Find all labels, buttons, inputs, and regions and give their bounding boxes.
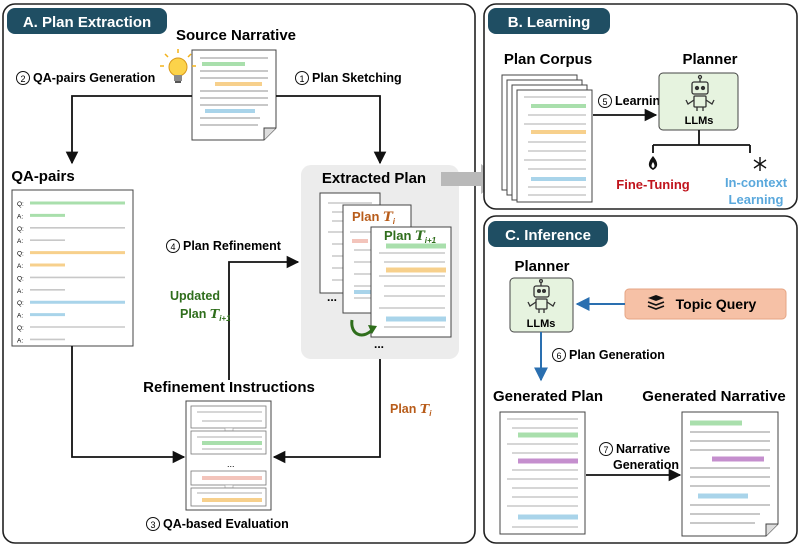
svg-text:Plan Ti: Plan Ti xyxy=(390,401,432,418)
plan-ti-label: Plan Ti xyxy=(390,401,432,418)
generated-narrative-label: Generated Narrative xyxy=(642,388,785,405)
generated-plan-document xyxy=(499,411,586,535)
qa-row-label: A: xyxy=(17,213,23,220)
planner-b-llm-box: LLMs xyxy=(658,72,739,131)
svg-text:Updated: Updated xyxy=(170,289,220,303)
qa-row-label: A: xyxy=(17,337,23,344)
svg-text:6: 6 xyxy=(556,351,561,361)
qa-row-label: A: xyxy=(17,313,23,320)
source-narrative-label: Source Narrative xyxy=(176,27,296,44)
snowflake-icon xyxy=(753,157,767,171)
refine-curve-arrow-icon xyxy=(350,319,374,337)
arrow-source-to-qa xyxy=(65,95,192,165)
generated-plan-label: Generated Plan xyxy=(493,388,603,405)
planner-b-label: Planner xyxy=(682,51,737,68)
lightbulb-icon xyxy=(160,49,196,83)
svg-text:1: 1 xyxy=(299,74,304,84)
plan-stack-ellipsis: ... xyxy=(327,290,337,304)
svg-text:Plan Ti+1: Plan Ti+1 xyxy=(384,228,437,245)
qa-row-label: A: xyxy=(17,288,23,295)
svg-text:Learning: Learning xyxy=(615,94,668,108)
planner-c-llm-box: LLMs xyxy=(509,277,574,333)
qa-row-label: Q: xyxy=(17,300,24,307)
fire-icon xyxy=(648,156,658,170)
panel-a-title: A. Plan Extraction xyxy=(23,14,151,31)
svg-text:Plan Ti+1: Plan Ti+1 xyxy=(180,306,231,323)
svg-text:QA-pairs Generation: QA-pairs Generation xyxy=(33,71,155,85)
arrow-source-to-plan xyxy=(276,95,387,165)
arrow-refinement-to-plan xyxy=(228,255,300,380)
svg-text:7: 7 xyxy=(603,445,608,455)
qa-row-label: Q: xyxy=(17,325,24,332)
plan-corpus-label: Plan Corpus xyxy=(504,51,592,68)
step-1-label: 1 Plan Sketching xyxy=(295,71,402,85)
plan-stack: Plan Ti Plan Ti+1 ... ... xyxy=(319,192,452,351)
fine-tuning-label: Fine-Tuning xyxy=(616,177,689,192)
generated-narrative-document xyxy=(681,411,779,537)
svg-text:Plan Ti: Plan Ti xyxy=(352,209,396,226)
step-6-label: 6 Plan Generation xyxy=(552,348,665,362)
svg-text:Narrative: Narrative xyxy=(616,442,670,456)
extracted-plan-label: Extracted Plan xyxy=(322,170,426,187)
svg-text:Plan Refinement: Plan Refinement xyxy=(183,239,282,253)
svg-text:3: 3 xyxy=(150,520,155,530)
step-5-label: 5 Learning xyxy=(598,94,668,108)
plan-stack-ellipsis-bottom: ... xyxy=(374,337,384,351)
stack-icon xyxy=(647,295,665,310)
qa-row-label: Q: xyxy=(17,251,24,258)
planner-c-label: Planner xyxy=(514,258,569,275)
svg-text:Plan Sketching: Plan Sketching xyxy=(312,71,402,85)
qa-pairs-document: Q: A: Q: A: Q: A: Q: A: Q: A: Q: A: xyxy=(11,189,134,347)
step-3-label: 3 QA-based Evaluation xyxy=(146,517,289,531)
topic-query-box: Topic Query xyxy=(624,288,787,320)
qa-row-label: A: xyxy=(17,263,23,270)
updated-plan-label: Updated Plan Ti+1 xyxy=(170,289,231,323)
qa-pairs-label: QA-pairs xyxy=(11,168,74,185)
qa-row-label: Q: xyxy=(17,226,24,233)
qa-row-label: Q: xyxy=(17,201,24,208)
topic-query-label: Topic Query xyxy=(676,296,757,312)
source-narrative-document xyxy=(191,49,277,141)
svg-text:2: 2 xyxy=(20,74,25,84)
panel-a-frame xyxy=(2,3,476,544)
arrow-qa-to-evaluation xyxy=(71,346,186,464)
robot-icon xyxy=(685,74,715,111)
arrow-plan-to-evaluation xyxy=(272,359,381,464)
panel-b-title: B. Learning xyxy=(508,14,591,31)
panel-b-header xyxy=(488,8,610,34)
panel-c-title: C. Inference xyxy=(505,227,591,244)
step-7-label: 7 Narrative Generation xyxy=(599,442,679,472)
panel-c-header xyxy=(488,221,608,247)
svg-text:4: 4 xyxy=(170,242,175,252)
panel-a-header xyxy=(7,8,167,34)
svg-text:Generation: Generation xyxy=(613,458,679,472)
refinement-instructions-document: ... xyxy=(185,400,272,511)
in-context-label-1: In-context xyxy=(725,175,788,190)
svg-text:5: 5 xyxy=(602,97,607,107)
in-context-label-2: Learning xyxy=(729,192,784,207)
refinement-instructions-label: Refinement Instructions xyxy=(143,379,315,396)
plan-corpus-stack xyxy=(501,74,593,203)
svg-text:LLMs: LLMs xyxy=(685,115,714,127)
robot-icon-c xyxy=(527,278,556,313)
step-2-label: 2 QA-pairs Generation xyxy=(16,71,155,85)
step-4-label: 4 Plan Refinement xyxy=(166,239,282,253)
qa-row-label: A: xyxy=(17,238,23,245)
svg-text:...: ... xyxy=(227,459,235,469)
svg-text:LLMs: LLMs xyxy=(527,318,556,330)
svg-text:Plan Generation: Plan Generation xyxy=(569,348,665,362)
svg-text:QA-based Evaluation: QA-based Evaluation xyxy=(163,517,289,531)
qa-row-label: Q: xyxy=(17,275,24,282)
